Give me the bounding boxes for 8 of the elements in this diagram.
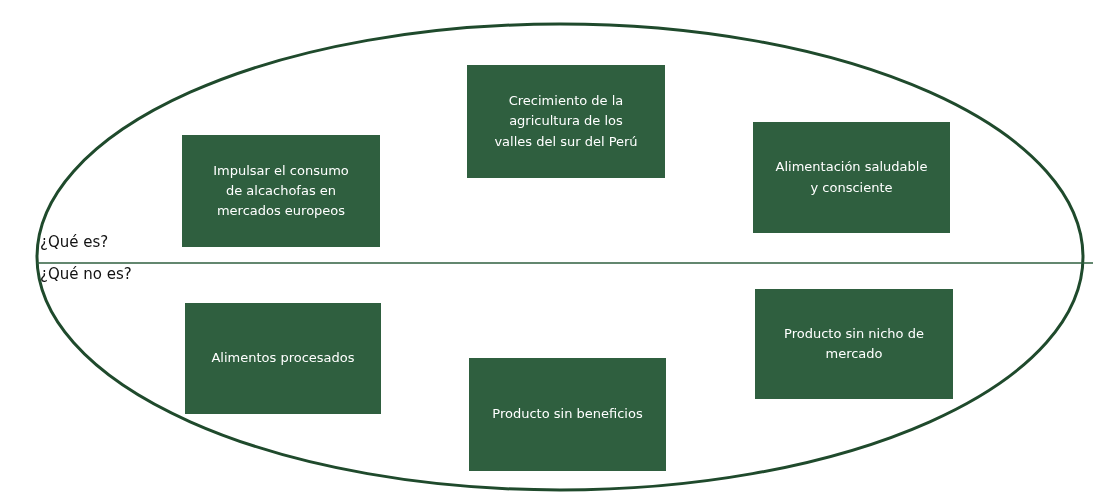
text-box: Alimentación saludable y consciente: [753, 122, 950, 233]
section-heading: ¿Qué es?: [40, 233, 109, 251]
text-box: Alimentos procesados: [185, 303, 381, 414]
text-box: Impulsar el consumo de alcachofas en mercados europeos: [182, 135, 380, 247]
text-box: Crecimiento de la agricultura de los valles del sur del Perú: [467, 65, 665, 178]
text-box: Producto sin nicho de mercado: [755, 289, 953, 399]
text-box: Producto sin beneficios: [469, 358, 666, 471]
section-heading: ¿Qué no es?: [40, 265, 132, 283]
